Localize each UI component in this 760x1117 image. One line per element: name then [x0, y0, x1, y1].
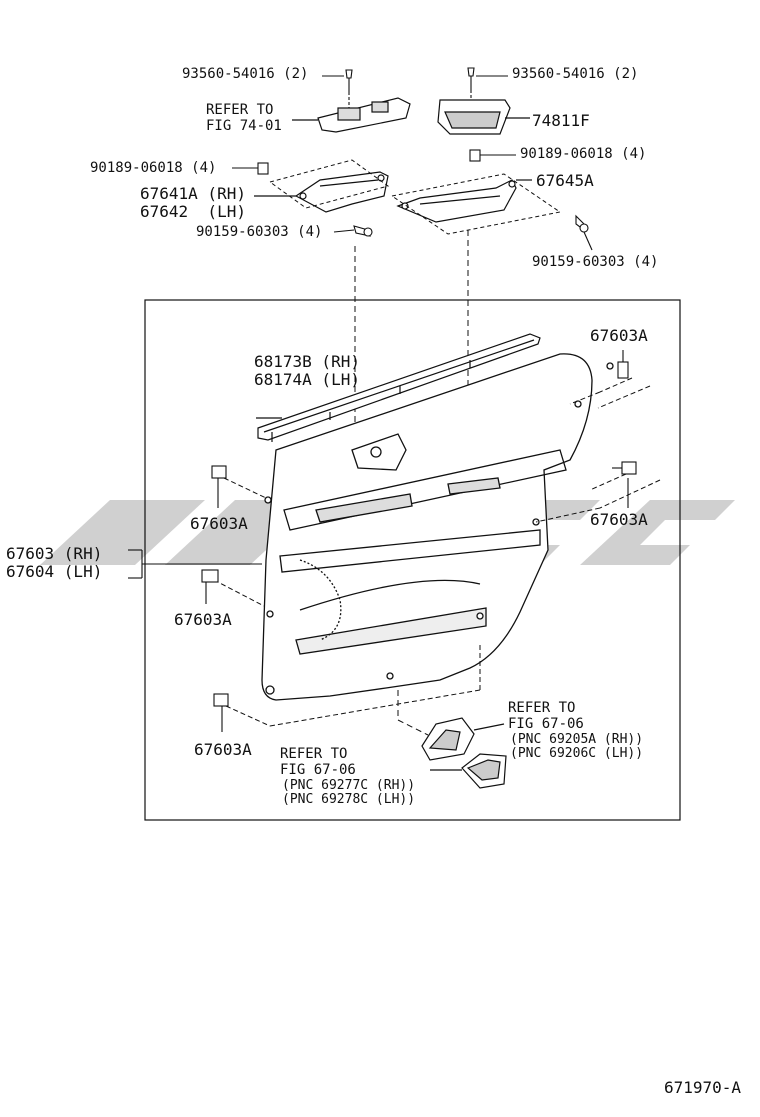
label-panel-rh: 67603 (RH): [6, 544, 103, 563]
clip-67603a-left-upper-icon: [211, 465, 227, 508]
door-trim-panel-icon: [261, 353, 614, 701]
clip-left-icon: [257, 162, 269, 175]
label-clip-67603a-left-lower: 67603A: [174, 610, 232, 629]
label-bolt-left: 90159-60303 (4): [196, 224, 323, 240]
bracket-left-icon: [254, 171, 389, 213]
label-refer-6706-left-l1: REFER TO: [280, 746, 348, 762]
panel-frame: [144, 299, 681, 821]
figure-id: 671970-A: [664, 1078, 742, 1097]
label-screw-top-left: 93560-54016 (2): [182, 66, 309, 82]
clip-67603a-top-right-icon: [617, 350, 629, 379]
label-bracket-lh: 67642 (LH): [140, 202, 246, 221]
clip-right-icon: [469, 149, 481, 162]
label-refer-74-line1: REFER TO: [206, 102, 274, 118]
label-clip-right: 90189-06018 (4): [520, 146, 647, 162]
label-clip-67603a-top-right: 67603A: [590, 326, 648, 345]
label-refer-6706-right-l1: REFER TO: [508, 700, 576, 716]
screw-top-left-icon: [345, 69, 353, 108]
switch-bezel-left-icon: [292, 97, 411, 133]
label-clip-67603a-bottom: 67603A: [194, 740, 252, 759]
label-panel-lh: 67604 (LH): [6, 562, 103, 581]
label-bracket-right: 67645A: [536, 171, 594, 190]
label-weatherstrip-rh: 68173B (RH): [254, 352, 360, 371]
label-bracket-rh: 67641A (RH): [140, 184, 246, 203]
label-refer-6706-right-l3: (PNC 69205A (RH)): [510, 732, 644, 747]
switch-74811f-icon: [437, 99, 530, 135]
label-clip-67603a-left-upper: 67603A: [190, 514, 248, 533]
clip-67603a-right-mid-icon: [612, 461, 637, 475]
clip-67603a-left-lower-icon: [201, 569, 219, 604]
weatherstrip-icon: [256, 333, 541, 442]
clip-67603a-bottom-icon: [213, 693, 229, 732]
pull-handle-icon: [430, 753, 507, 789]
label-refer-6706-left-l3: (PNC 69277C (RH)): [282, 778, 416, 793]
bracket-right-icon: [396, 179, 532, 223]
label-bolt-right: 90159-60303 (4): [532, 254, 659, 270]
inside-handle-icon: [421, 717, 505, 761]
label-clip-67603a-right-mid: 67603A: [590, 510, 648, 529]
bolt-right-icon: [575, 214, 589, 233]
label-refer-74-line2: FIG 74-01: [206, 118, 282, 134]
label-refer-6706-right-l2: FIG 67-06: [508, 716, 584, 732]
label-screw-top-right: 93560-54016 (2): [512, 66, 639, 82]
bolt-left-icon: [353, 225, 373, 237]
screw-top-right-icon: [467, 67, 475, 104]
label-refer-6706-left-l2: FIG 67-06: [280, 762, 356, 778]
label-refer-6706-left-l4: (PNC 69278C (LH)): [282, 792, 416, 807]
label-clip-left: 90189-06018 (4): [90, 160, 217, 176]
label-weatherstrip-lh: 68174A (LH): [254, 370, 360, 389]
label-part-74811f: 74811F: [532, 111, 590, 130]
label-refer-6706-right-l4: (PNC 69206C (LH)): [510, 746, 644, 761]
